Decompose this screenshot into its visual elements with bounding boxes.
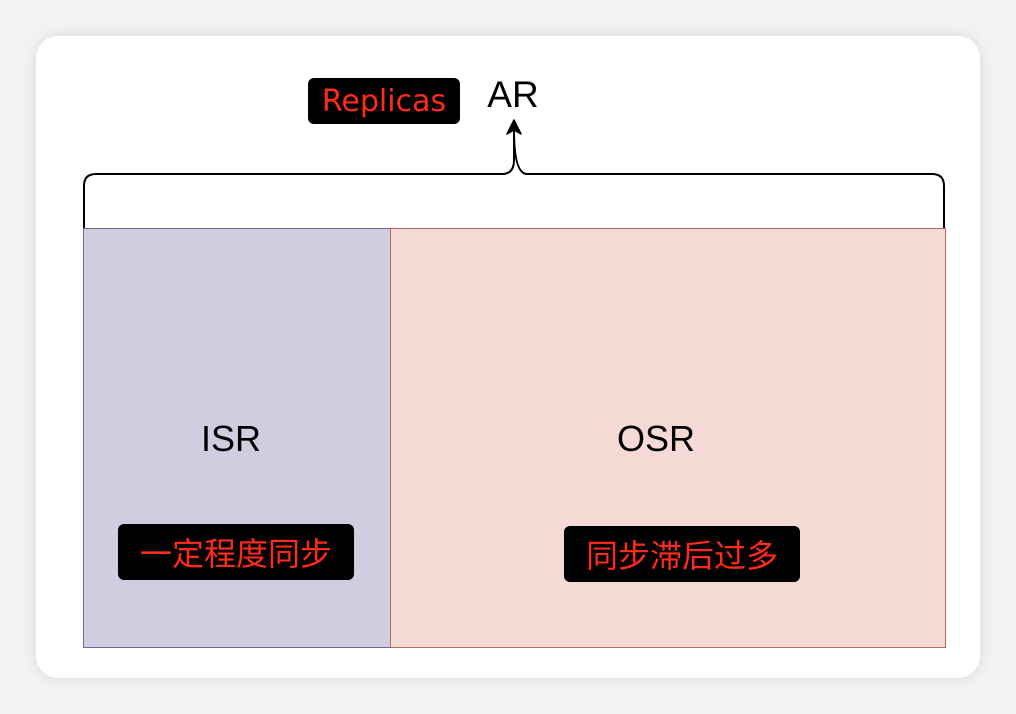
osr-lag-tag: 同步滞后过多: [564, 526, 800, 582]
isr-sync-tag: 一定程度同步: [118, 524, 354, 580]
ar-title: AR: [487, 74, 539, 115]
osr-title: OSR: [616, 418, 695, 459]
replicas-tag: Replicas: [308, 78, 460, 124]
isr-title: ISR: [200, 418, 261, 459]
